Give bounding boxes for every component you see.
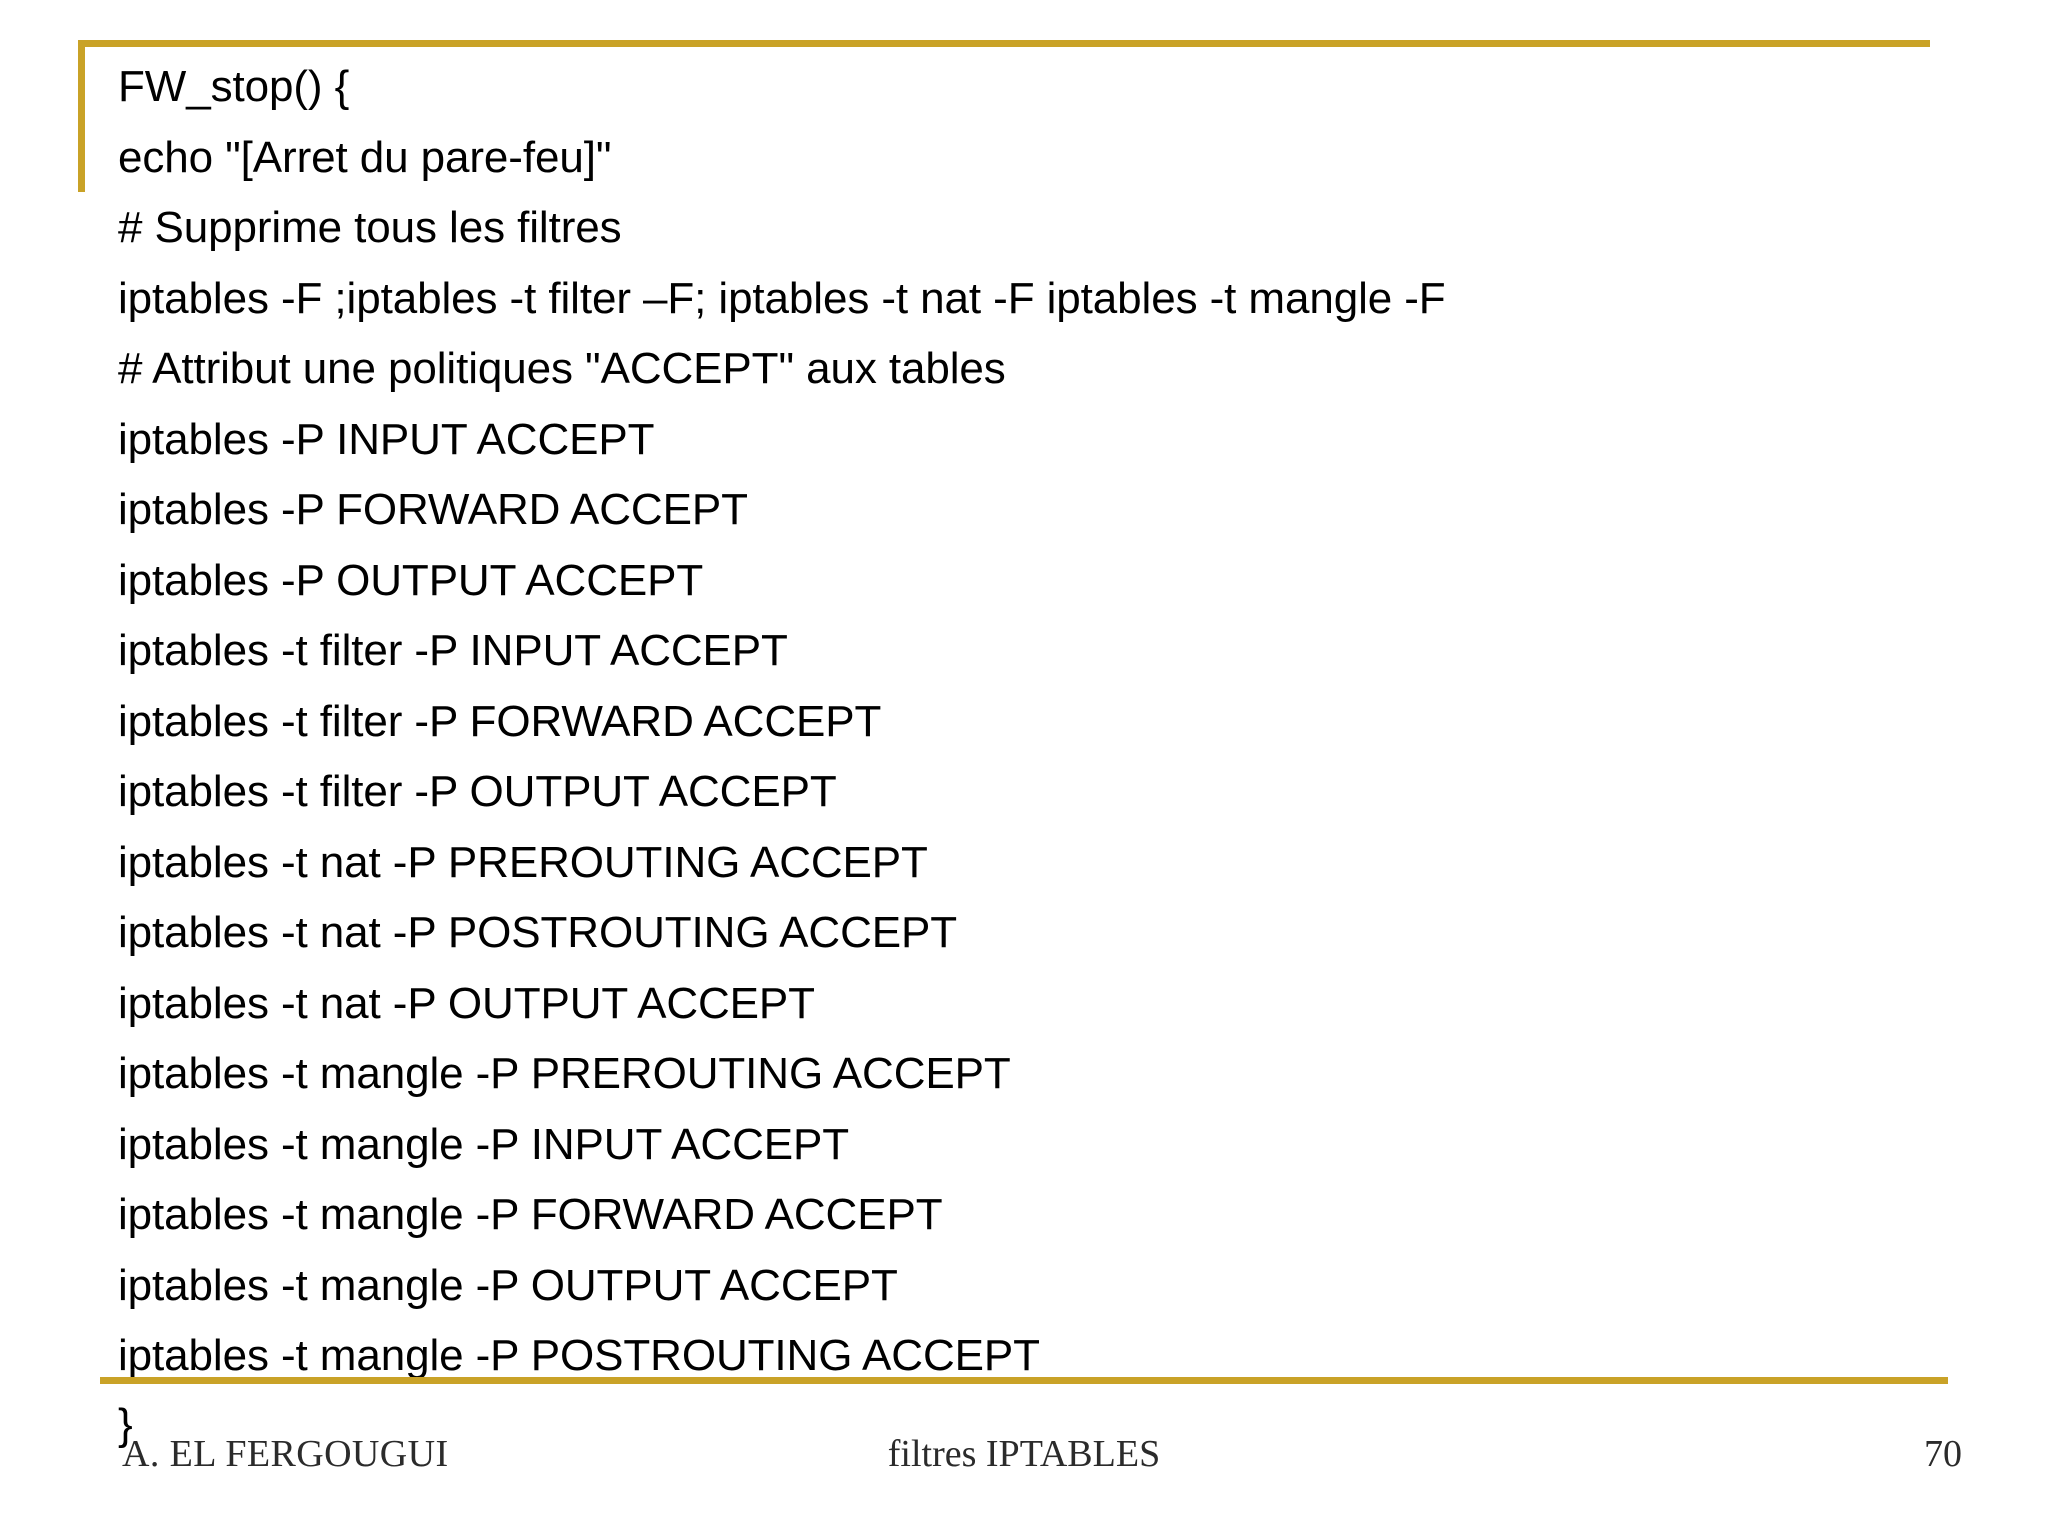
code-line: iptables -t filter -P OUTPUT ACCEPT <box>118 767 837 816</box>
code-line: FW_stop() { <box>118 62 350 111</box>
code-block: FW_stop() { echo "[Arret du pare-feu]" #… <box>118 52 1978 1458</box>
code-line: iptables -t filter -P INPUT ACCEPT <box>118 626 788 675</box>
code-line: # Supprime tous les filtres <box>118 203 622 252</box>
footer-title: filtres IPTABLES <box>887 1433 1161 1475</box>
code-line: # Attribut une politiques "ACCEPT" aux t… <box>118 344 1006 393</box>
code-line: iptables -t mangle -P PREROUTING ACCEPT <box>118 1049 1011 1098</box>
code-line: iptables -P FORWARD ACCEPT <box>118 485 748 534</box>
code-line: iptables -t nat -P OUTPUT ACCEPT <box>118 978 815 1028</box>
code-line: iptables -t nat -P PREROUTING ACCEPT <box>118 837 928 887</box>
footer-author: A. EL FERGOUGUI <box>122 1433 449 1475</box>
code-line: iptables -t filter -P FORWARD ACCEPT <box>118 696 882 746</box>
code-line: iptables -t nat -P POSTROUTING ACCEPT <box>118 908 958 957</box>
footer-page-number: 70 <box>1924 1433 1962 1475</box>
accent-rule-bottom <box>100 1377 1948 1384</box>
code-line: iptables -P OUTPUT ACCEPT <box>118 555 704 605</box>
code-line: iptables -t mangle -P OUTPUT ACCEPT <box>118 1260 898 1310</box>
code-line: iptables -t mangle -P INPUT ACCEPT <box>118 1119 850 1169</box>
code-line: iptables -t mangle -P FORWARD ACCEPT <box>118 1190 943 1239</box>
accent-rule-top <box>78 40 1930 47</box>
slide-footer: A. EL FERGOUGUI filtres IPTABLES 70 <box>0 1432 2048 1502</box>
code-line: echo "[Arret du pare-feu]" <box>118 132 612 182</box>
code-line: iptables -t mangle -P POSTROUTING ACCEPT <box>118 1331 1040 1380</box>
code-line: iptables -F ;iptables -t filter –F; ipta… <box>118 273 1446 323</box>
code-line: iptables -P INPUT ACCEPT <box>118 414 655 464</box>
accent-rule-left <box>78 40 85 192</box>
code-line-closing-brace: } <box>118 1399 133 1449</box>
